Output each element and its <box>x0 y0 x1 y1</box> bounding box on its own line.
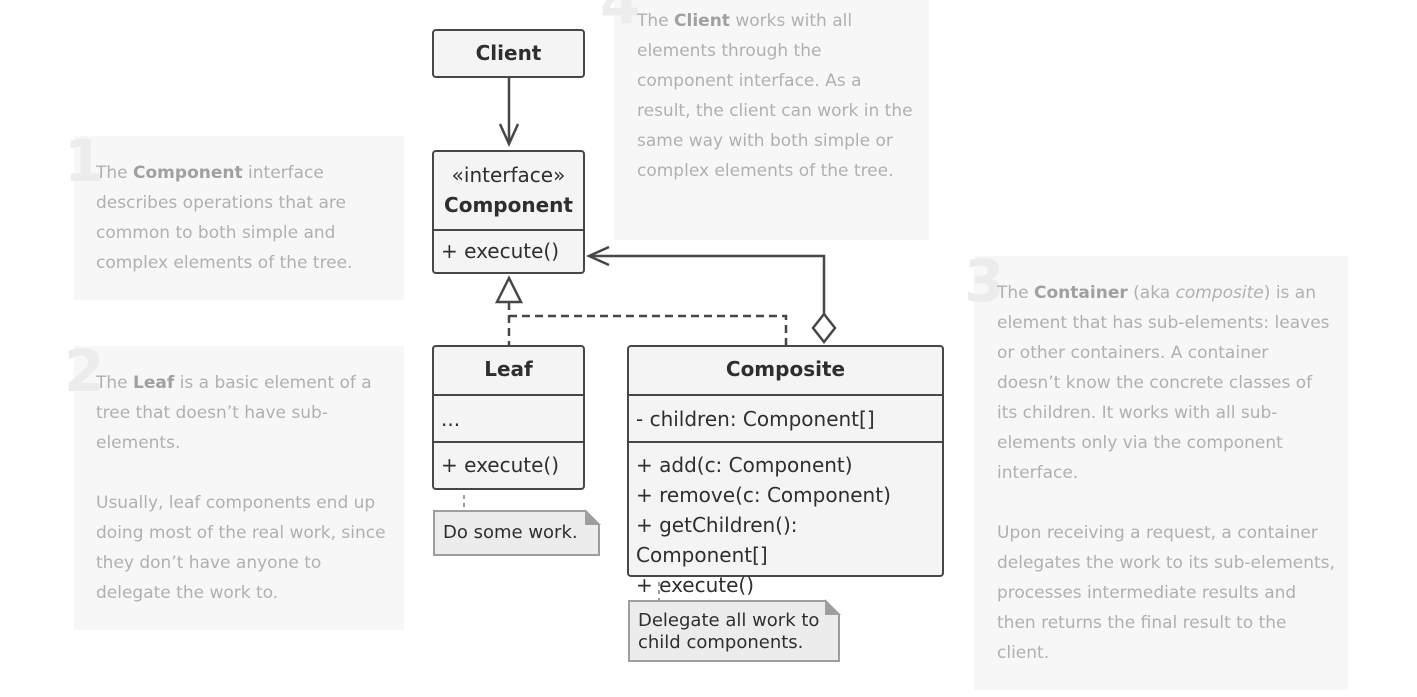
callout-3: 3 The Container (aka composite) is an el… <box>964 252 1348 690</box>
method: + execute() <box>441 239 560 263</box>
leaf-class: Leaf ... + execute() <box>432 345 585 490</box>
callout-bold-term: Component <box>133 163 243 183</box>
aggregation-line <box>589 254 826 316</box>
callout-text: The Client works with all elements throu… <box>637 6 919 186</box>
method: + execute() <box>441 453 560 477</box>
callout-text-part: interface describes operations that are … <box>96 163 353 273</box>
method: + execute() <box>636 573 755 597</box>
composite-class: Composite - children: Component[] + add(… <box>627 345 944 597</box>
callout-italic-term: composite <box>1175 283 1264 303</box>
note-text: Delegate all work to <box>638 610 820 631</box>
leaf-note: Do some work. <box>433 509 601 556</box>
association-arrowhead <box>498 123 520 148</box>
callout-paragraph: The Client works with all elements throu… <box>637 11 913 181</box>
class-name: Composite <box>725 357 846 381</box>
method-list: + add(c: Component) + remove(c: Componen… <box>629 441 942 600</box>
callout-number: 1 <box>64 127 105 195</box>
method: + remove(c: Component) <box>636 483 891 507</box>
callout-bold-term: Client <box>674 11 730 31</box>
callout-number: 2 <box>64 337 105 405</box>
callout-paragraph: The Leaf is a basic element of a tree th… <box>96 373 372 453</box>
callout-paragraph: The Container (aka composite) is an elem… <box>997 283 1330 483</box>
method-list: + execute() <box>434 441 583 487</box>
class-name: Component <box>444 193 573 217</box>
note-text: Do some work. <box>443 522 578 543</box>
note-text: child components. <box>638 632 804 653</box>
callout-number: 4 <box>600 0 641 37</box>
class-name: Leaf <box>484 357 533 381</box>
field: - children: Component[] <box>636 407 875 431</box>
callout-1: 1 The Component interface describes oper… <box>64 132 404 300</box>
callout-bold-term: Container <box>1034 283 1128 303</box>
note-fold <box>585 509 601 525</box>
callout-bold-term: Leaf <box>133 373 175 393</box>
callout-text-part: The <box>96 163 134 183</box>
component-interface: «interface» Component + execute() <box>432 150 585 274</box>
client-class: Client <box>432 29 585 78</box>
note-fold <box>825 599 841 615</box>
class-name: Client <box>475 41 542 65</box>
realization-triangle <box>494 275 524 304</box>
callout-4: 4 The Client works with all elements thr… <box>600 0 929 240</box>
interface-stereotype: «interface» <box>451 163 566 187</box>
method-list: + execute() <box>434 229 583 271</box>
field-list: - children: Component[] <box>629 394 942 441</box>
callout-paragraph: Usually, leaf components end up doing mo… <box>96 493 386 603</box>
callout-text: The Leaf is a basic element of a tree th… <box>96 368 396 608</box>
callout-number: 3 <box>964 247 1005 315</box>
method: + add(c: Component) <box>636 453 853 477</box>
composite-note: Delegate all work to child components. <box>628 599 841 662</box>
method: + getChildren(): Component[] <box>636 513 798 567</box>
realization-line <box>509 314 788 345</box>
class-header: «interface» Component <box>434 152 583 229</box>
callout-paragraph: Upon receiving a request, a container de… <box>997 523 1335 663</box>
aggregation-diamond <box>811 311 837 345</box>
field-list: ... <box>434 394 583 441</box>
callout-2: 2 The Leaf is a basic element of a tree … <box>64 342 404 630</box>
aggregation-arrowhead <box>585 245 610 267</box>
callout-text: The Container (aka composite) is an elem… <box>997 278 1337 668</box>
callout-text: The Component interface describes operat… <box>96 158 396 278</box>
